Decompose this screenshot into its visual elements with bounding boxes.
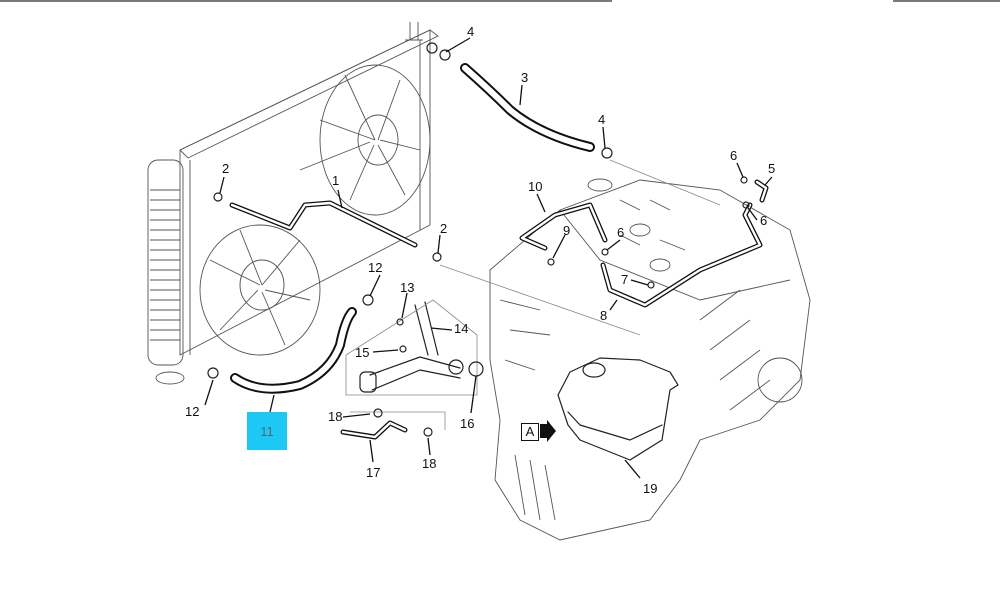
callout-19: 19	[643, 481, 657, 496]
callout-7: 7	[621, 272, 628, 287]
callout-10: 10	[528, 179, 542, 194]
pipe-14	[345, 299, 478, 396]
callout-14: 14	[454, 321, 468, 336]
top-border-left	[0, 0, 612, 2]
callout-1: 1	[332, 173, 339, 188]
callout-8: 8	[600, 308, 607, 323]
view-reference-label: A	[525, 424, 535, 439]
callout-6c: 6	[617, 225, 624, 240]
callout-4a: 4	[467, 24, 474, 39]
radiator	[147, 22, 439, 385]
hose-11	[230, 307, 357, 394]
coolant-reservoir	[557, 357, 679, 461]
callout-9: 9	[563, 223, 570, 238]
hose-10	[519, 202, 608, 251]
callout-2a: 2	[222, 161, 229, 176]
callout-18b: 18	[422, 456, 436, 471]
hose-1	[229, 200, 418, 248]
callout-13: 13	[400, 280, 414, 295]
hose-3	[460, 63, 595, 152]
callout-3: 3	[521, 70, 528, 85]
leader-lines	[204, 37, 773, 479]
pipe-8	[600, 202, 763, 308]
hose-5	[754, 179, 769, 203]
callout-15: 15	[355, 345, 369, 360]
callout-6a: 6	[730, 148, 737, 163]
callout-4b: 4	[598, 112, 605, 127]
callout-12a: 12	[368, 260, 382, 275]
view-arrow	[540, 420, 556, 442]
callout-16: 16	[460, 416, 474, 431]
callout-17: 17	[366, 465, 380, 480]
callout-5: 5	[768, 161, 775, 176]
o-ring-16	[468, 361, 484, 377]
callout-2b: 2	[440, 221, 447, 236]
callout-6b: 6	[760, 213, 767, 228]
clamps	[207, 49, 750, 437]
engine	[439, 159, 811, 541]
highlighted-part-label: 11	[260, 424, 274, 439]
top-border-right	[893, 0, 1000, 2]
callout-12b: 12	[185, 404, 199, 419]
highlighted-part-11[interactable]: 11	[247, 412, 287, 450]
callout-18a: 18	[328, 409, 342, 424]
callout-labels: 1 2 2 3 4 4 5 6 6 6 7 8 9 10 12 12 13 14…	[185, 24, 775, 496]
view-reference-box: A	[521, 423, 539, 441]
